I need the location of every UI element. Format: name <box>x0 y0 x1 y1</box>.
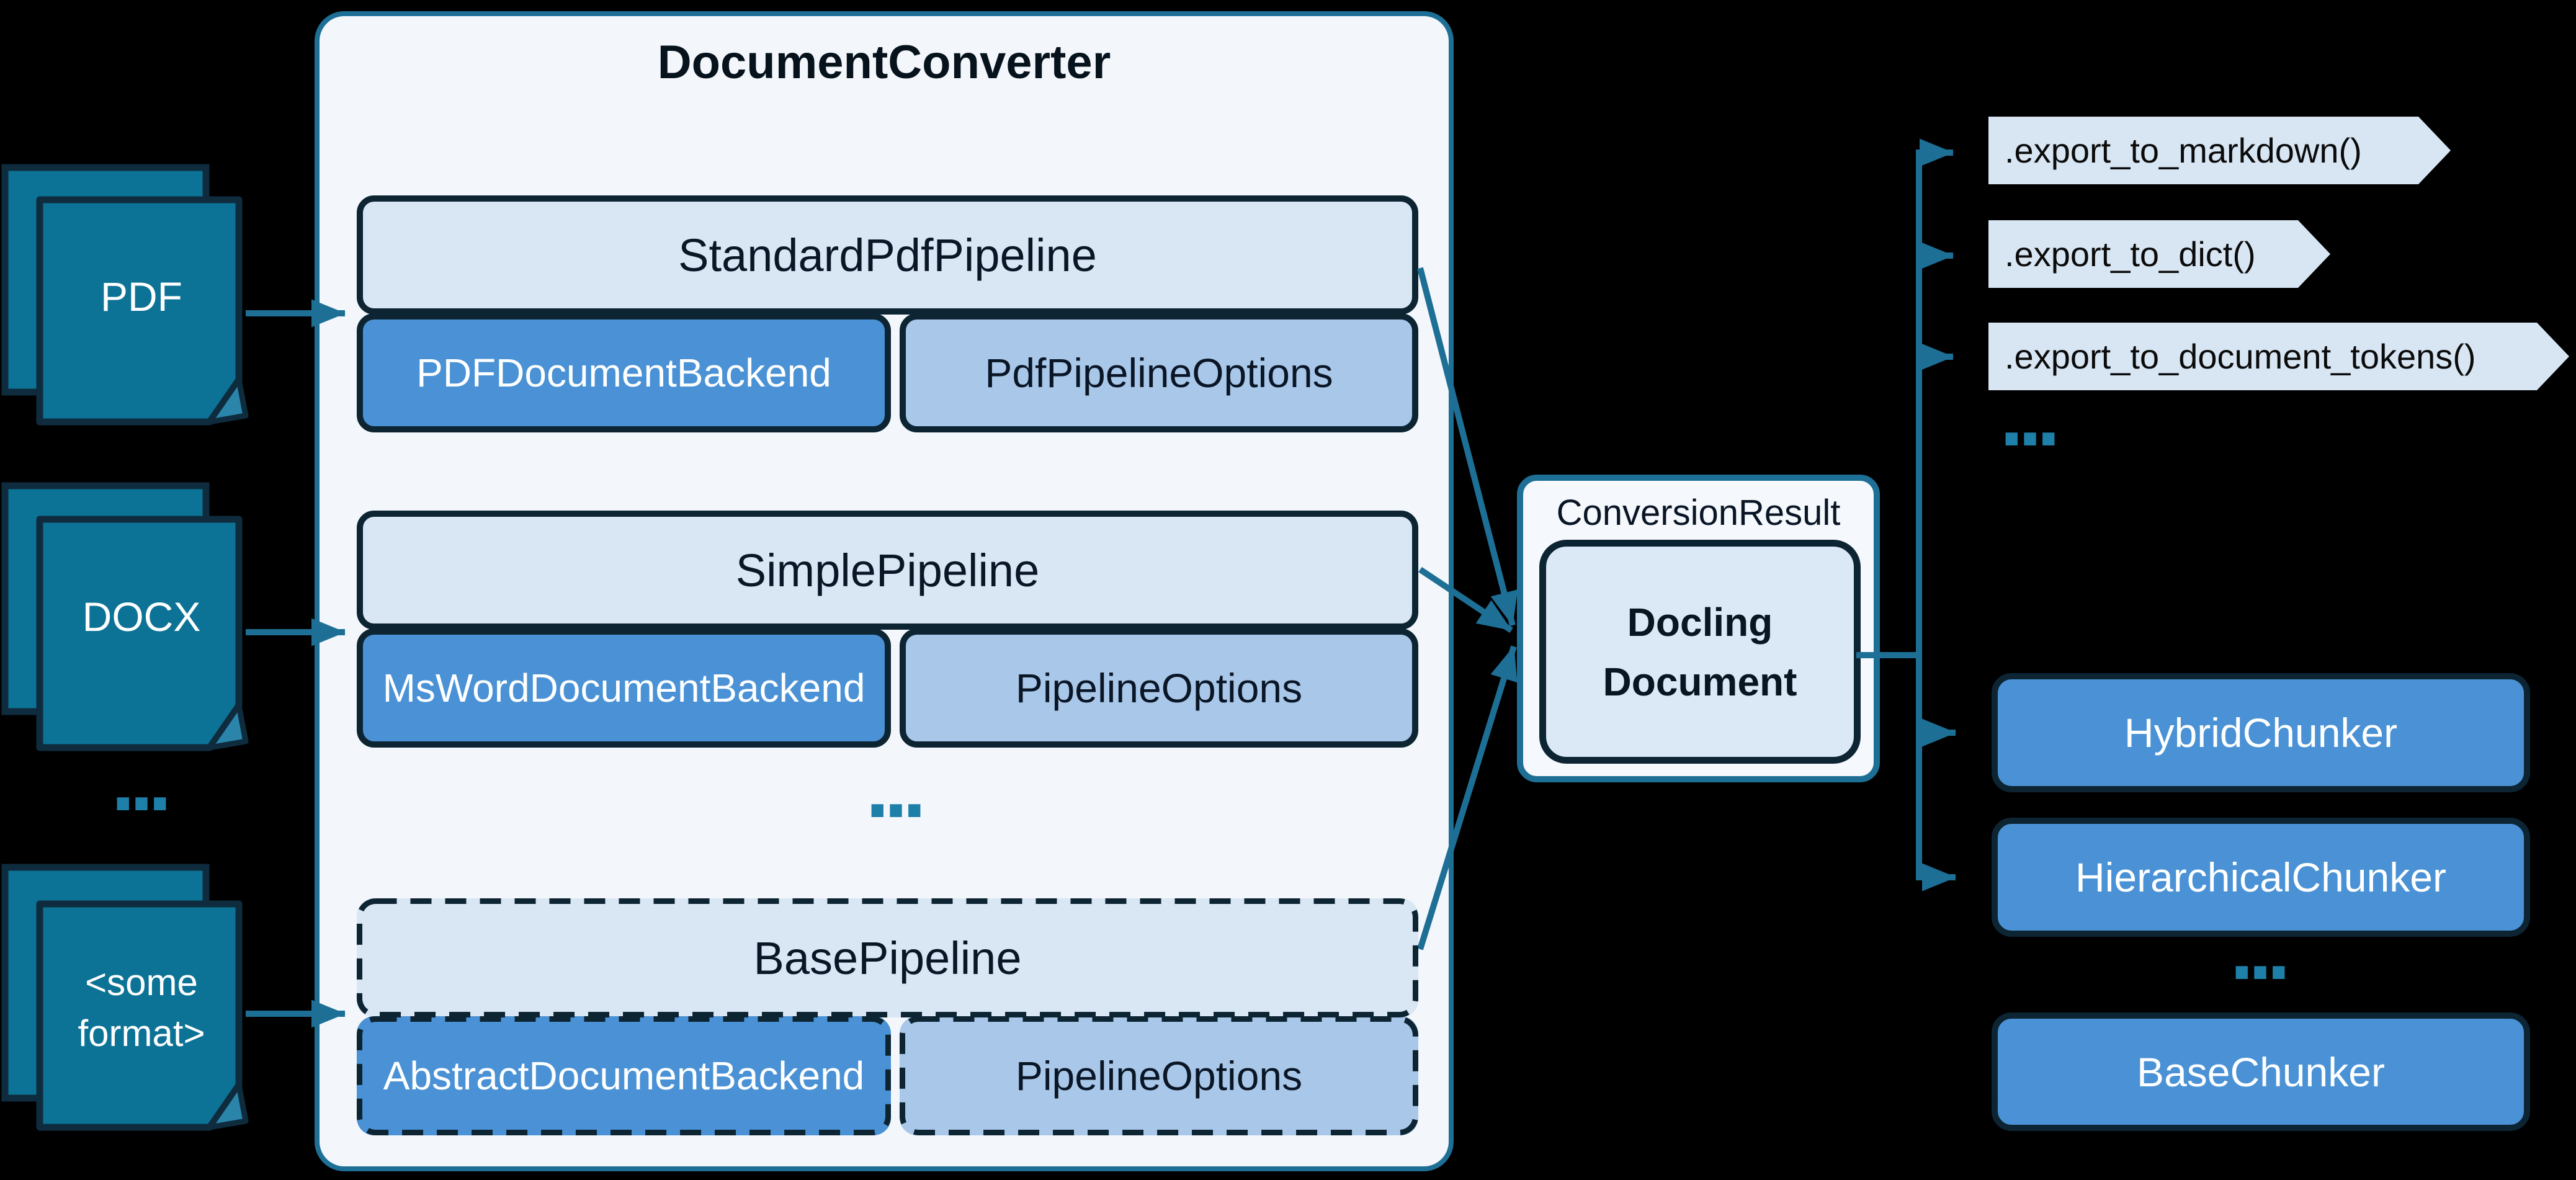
hierarchical-chunker-box: HierarchicalChunker <box>1992 818 2530 937</box>
chunker-label: BaseChunker <box>2137 1048 2385 1095</box>
pipeline-name: StandardPdfPipeline <box>678 229 1097 281</box>
some-format-label: <some format> <box>78 962 205 1054</box>
export-label: .export_to_document_tokens() <box>2005 337 2476 376</box>
export-label: .export_to_markdown() <box>2005 131 2362 170</box>
export-label: .export_to_dict() <box>2005 235 2256 274</box>
options-name: PdfPipelineOptions <box>985 350 1333 396</box>
pipeline-name: SimplePipeline <box>735 544 1040 596</box>
pdf-document-backend-box: PDFDocumentBackend <box>357 313 891 432</box>
chunker-label: HierarchicalChunker <box>2075 854 2446 900</box>
backend-name: MsWordDocumentBackend <box>382 666 865 710</box>
export-to-dict-tag: .export_to_dict() <box>1988 220 2330 288</box>
pipelines-ellipsis: ... <box>864 754 927 833</box>
inputs-ellipsis: ... <box>110 747 172 826</box>
options-name: PipelineOptions <box>1015 665 1303 711</box>
exports-ellipsis: ... <box>1998 382 2061 462</box>
docx-label: DOCX <box>82 594 201 640</box>
base-pipeline-options-box: PipelineOptions <box>900 1016 1418 1135</box>
export-to-document-tokens-tag: .export_to_document_tokens() <box>1988 323 2569 390</box>
conversion-result-label: ConversionResult <box>1556 492 1841 533</box>
pipeline-options-box: PipelineOptions <box>900 628 1418 748</box>
options-name: PipelineOptions <box>1015 1053 1303 1099</box>
pdf-label: PDF <box>101 274 182 320</box>
pipeline-standard-pdf-header: StandardPdfPipeline <box>357 195 1418 315</box>
hybrid-chunker-box: HybridChunker <box>1992 673 2530 792</box>
export-to-markdown-tag: .export_to_markdown() <box>1988 117 2451 184</box>
msword-document-backend-box: MsWordDocumentBackend <box>357 628 891 748</box>
page-fold <box>207 702 249 751</box>
page-fold <box>207 1082 249 1130</box>
page-fold <box>207 377 249 425</box>
base-chunker-box: BaseChunker <box>1992 1012 2530 1131</box>
pipeline-base-header: BasePipeline <box>357 898 1418 1017</box>
pdf-pipeline-options-box: PdfPipelineOptions <box>900 313 1418 432</box>
abstract-document-backend-box: AbstractDocumentBackend <box>357 1016 891 1135</box>
backend-name: AbstractDocumentBackend <box>383 1053 865 1098</box>
pipeline-simple-header: SimplePipeline <box>357 511 1418 630</box>
chunkers-ellipsis: ... <box>2229 916 2291 995</box>
backend-name: PDFDocumentBackend <box>416 351 831 395</box>
docling-document-box: Docling Document <box>1539 540 1861 764</box>
document-converter-title: DocumentConverter <box>657 35 1111 89</box>
pipeline-name: BasePipeline <box>753 932 1022 984</box>
chunker-label: HybridChunker <box>2124 710 2398 756</box>
